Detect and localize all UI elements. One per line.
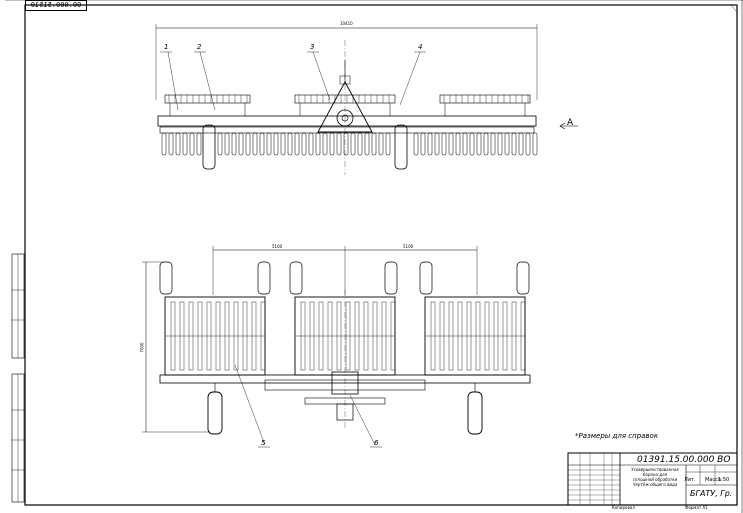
reference-dimensions-note: *Размеры для справок <box>575 432 659 440</box>
disc-tooth <box>378 132 384 156</box>
disc-tooth <box>462 132 468 156</box>
name-line-4: Чертёж общего вида <box>632 482 678 487</box>
disc-tooth <box>518 132 524 156</box>
position-4: 4 <box>418 43 423 51</box>
title-block-code: 01391.15.00.000 ВО <box>637 455 731 465</box>
view-a-label: A <box>567 118 574 128</box>
title-block-format: Формат А1 <box>685 505 708 510</box>
disc-tooth <box>483 132 489 156</box>
disc-tooth <box>371 132 377 156</box>
disc-tooth <box>455 132 461 156</box>
title-block-name: Усовершенствованная борона для сплошной … <box>625 467 685 487</box>
disc-tooth <box>189 132 195 156</box>
disc-tooth <box>441 132 447 156</box>
disc-tooth <box>224 132 230 156</box>
disc-tooth <box>350 132 356 156</box>
disc-tooth <box>231 132 237 156</box>
disc-tooth <box>315 132 321 156</box>
sheet-frame <box>5 0 743 513</box>
section-spring-tines <box>165 301 526 371</box>
disc-tooth <box>308 132 314 156</box>
disc-tooth <box>413 132 419 156</box>
disc-tooth <box>469 132 475 156</box>
plan-view <box>142 246 531 448</box>
position-2: 2 <box>197 43 202 51</box>
disc-tooth <box>245 132 251 156</box>
disc-tooth <box>182 132 188 156</box>
section-slats <box>168 95 529 103</box>
title-block-lit: Лит. <box>684 477 696 483</box>
title-block <box>567 452 738 506</box>
name-line-1: Усовершенствованная <box>631 467 679 472</box>
disc-tooth <box>525 132 531 156</box>
disc-tooth <box>420 132 426 156</box>
title-block-org: БГАТУ, Гр. <box>690 489 733 498</box>
disc-tooth <box>175 132 181 156</box>
name-line-3: сплошной обработки <box>632 477 678 482</box>
dim-spacing-right: 5100 <box>403 244 414 249</box>
disc-tooth <box>448 132 454 156</box>
dim-overall-width: 10410 <box>340 21 353 26</box>
disc-tooth <box>294 132 300 156</box>
drawing-code-stamp: 00.000.51510 <box>25 0 87 11</box>
title-block-scale: 1:50 <box>718 477 730 483</box>
position-3: 3 <box>310 43 315 51</box>
disc-tooth <box>161 132 167 156</box>
disc-tooth <box>343 132 349 156</box>
title-block-mass: Масса <box>705 477 721 483</box>
dim-spacing-left: 5100 <box>272 244 283 249</box>
disc-tooth <box>259 132 265 156</box>
position-5: 5 <box>261 439 266 447</box>
disc-tooth <box>511 132 517 156</box>
disc-tooth <box>364 132 370 156</box>
disc-tooth <box>497 132 503 156</box>
disc-tooth <box>427 132 433 156</box>
disc-tooth <box>357 132 363 156</box>
disc-tooth <box>168 132 174 156</box>
front-view <box>155 24 578 175</box>
disc-tooth <box>266 132 272 156</box>
position-6: 6 <box>374 439 379 447</box>
dim-overall-length: 7000 <box>139 342 145 353</box>
disc-tooth <box>287 132 293 156</box>
disc-tooth <box>280 132 286 156</box>
disc-tooth <box>434 132 440 156</box>
disc-tooth <box>238 132 244 156</box>
disc-tooth <box>504 132 510 156</box>
disc-tooth <box>273 132 279 156</box>
disc-tooth <box>252 132 258 156</box>
position-1: 1 <box>164 43 169 51</box>
disc-tooth <box>322 132 328 156</box>
disc-tooth <box>490 132 496 156</box>
disc-tooth <box>532 132 538 156</box>
disc-tooth <box>301 132 307 156</box>
disc-tooth <box>329 132 335 156</box>
disc-tooth <box>217 132 223 156</box>
title-block-copied: Копировал <box>612 505 635 510</box>
disc-tooth <box>476 132 482 156</box>
name-line-2: борона для <box>643 472 667 477</box>
disc-tooth <box>385 132 391 156</box>
disc-tooth <box>196 132 202 156</box>
disc-tooth <box>336 132 342 156</box>
disc-harrow-teeth <box>161 132 538 156</box>
